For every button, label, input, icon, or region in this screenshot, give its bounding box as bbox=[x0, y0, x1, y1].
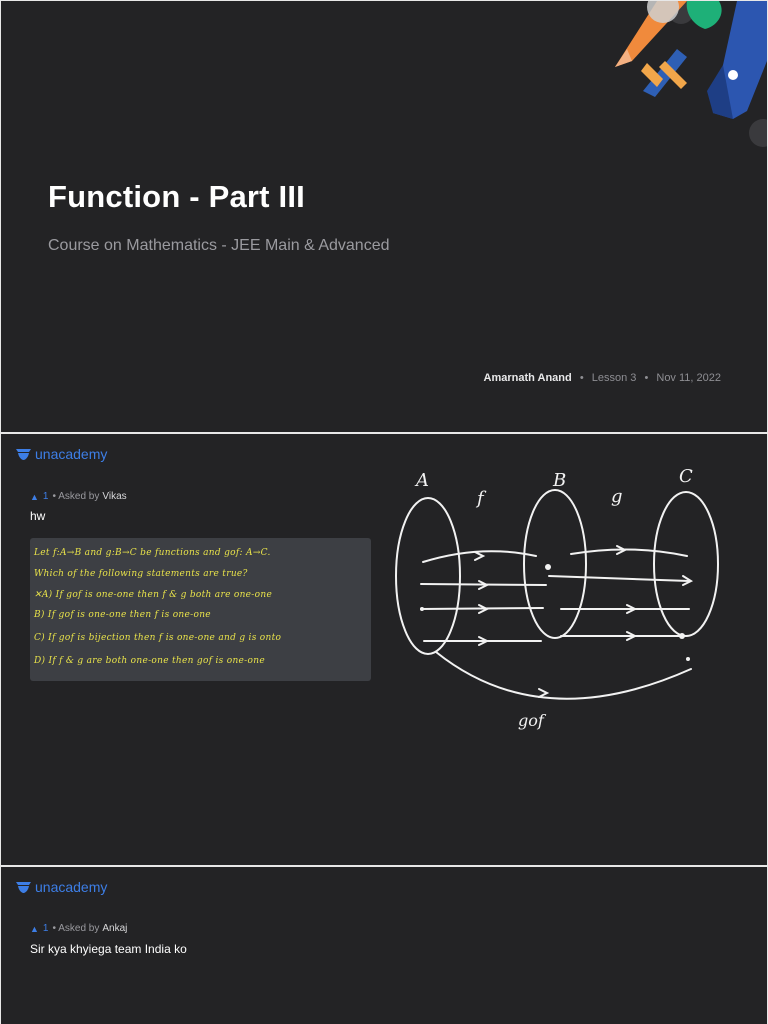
board-line: Let f:A→B and g:B→C be functions and gof… bbox=[34, 548, 271, 558]
question-slide-vikas: unacademy ▲ 1 • Asked by Vikas hw Let f:… bbox=[1, 434, 767, 865]
question-text: hw bbox=[30, 509, 46, 523]
map-label-gof: gof bbox=[518, 711, 547, 730]
board-line: C) If gof is bijection then f is one-one… bbox=[34, 633, 282, 643]
unacademy-logo-icon bbox=[16, 881, 31, 893]
brand-name: unacademy bbox=[35, 446, 108, 462]
asker-name: Vikas bbox=[102, 491, 127, 502]
board-line: D) If f & g are both one-one then gof is… bbox=[34, 656, 265, 666]
board-line: Which of the following statements are tr… bbox=[34, 569, 248, 579]
asked-by-label: • Asked by bbox=[52, 923, 100, 934]
brand-name: unacademy bbox=[35, 879, 108, 895]
vote-count: 1 bbox=[42, 923, 49, 934]
set-label-c: C bbox=[679, 466, 693, 487]
author-name: Amarnath Anand bbox=[483, 372, 572, 384]
map-label-g: g bbox=[611, 486, 623, 507]
board-line: B) If gof is one-one then f is one-one bbox=[34, 610, 211, 620]
upvote-icon[interactable]: ▲ bbox=[30, 491, 39, 502]
vote-count: 1 bbox=[42, 491, 49, 502]
question-text: Sir kya khyiega team India ko bbox=[30, 942, 187, 956]
brand-logo: unacademy bbox=[15, 879, 107, 895]
decorative-stationery-art bbox=[615, 1, 767, 147]
set-label-a: A bbox=[414, 470, 429, 491]
function-mapping-diagram: A B C f g gof bbox=[395, 466, 719, 730]
title-slide: Function - Part III Course on Mathematic… bbox=[1, 1, 767, 432]
map-label-f: f bbox=[475, 488, 487, 509]
upvote-icon[interactable]: ▲ bbox=[30, 923, 39, 934]
meta-separator: • bbox=[579, 372, 584, 384]
lesson-number: Lesson 3 bbox=[591, 372, 637, 384]
course-subtitle: Course on Mathematics - JEE Main & Advan… bbox=[48, 237, 390, 254]
asked-by-label: • Asked by bbox=[52, 491, 100, 502]
asked-by-row: ▲ 1 • Asked by Vikas bbox=[30, 491, 127, 502]
course-title: Function - Part III bbox=[48, 179, 305, 214]
lesson-date: Nov 11, 2022 bbox=[656, 372, 721, 384]
lesson-meta: Amarnath Anand • Lesson 3 • Nov 11, 2022 bbox=[484, 372, 721, 384]
board-line: ✕A) If gof is one-one then f & g both ar… bbox=[34, 590, 273, 600]
set-label-b: B bbox=[552, 470, 566, 491]
asker-name: Ankaj bbox=[102, 923, 128, 934]
unacademy-logo-icon bbox=[16, 448, 31, 460]
meta-separator: • bbox=[644, 372, 649, 384]
question-slide-ankaj: unacademy ▲ 1 • Asked by Ankaj Sir kya k… bbox=[1, 867, 767, 1024]
asked-by-row: ▲ 1 • Asked by Ankaj bbox=[30, 923, 127, 934]
brand-logo: unacademy bbox=[15, 446, 107, 462]
question-image: Let f:A→B and g:B→C be functions and gof… bbox=[30, 538, 371, 681]
